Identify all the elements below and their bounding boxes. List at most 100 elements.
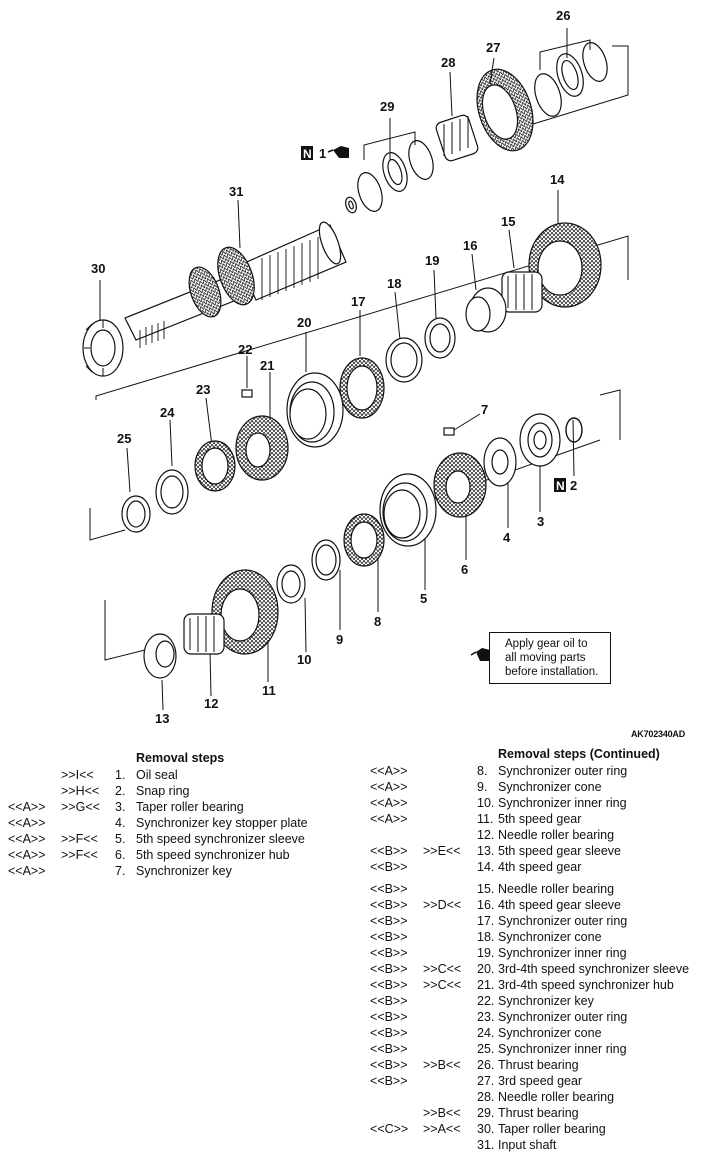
callout-12: 12 [204, 696, 218, 711]
removal-step-row: <<A>>8.Synchronizer outer ring [370, 763, 710, 779]
step-part-name: Oil seal [136, 768, 178, 782]
removal-step-row: 31.Input shaft [370, 1137, 710, 1153]
step-number: 27. [477, 1074, 495, 1088]
step-part-name: Thrust bearing [498, 1058, 579, 1072]
removal-steps-heading: Removal steps [136, 751, 225, 765]
step-part-name: Synchronizer cone [498, 780, 602, 794]
step-removal-code: <<B>> [370, 860, 408, 874]
step-part-name: Synchronizer key stopper plate [136, 816, 308, 830]
removal-step-row: <<B>>22.Synchronizer key [370, 993, 710, 1009]
n-badge-2: N [554, 478, 566, 493]
step-removal-code: <<B>> [370, 930, 408, 944]
n-badge-1: N [301, 146, 349, 161]
callout-17: 17 [351, 294, 365, 309]
removal-step-row: <<C>> >>A<< 30.Taper roller bearing [370, 1121, 710, 1137]
removal-step-row: <<A>>>>G<<3.Taper roller bearing [8, 799, 338, 815]
svg-text:N: N [556, 479, 565, 493]
removal-step-row: <<B>>>>C<<20.3rd-4th speed synchronizer … [370, 961, 710, 977]
step-number: 30. [477, 1122, 495, 1136]
step-install-code: >>A<< [423, 1122, 461, 1136]
oil-can-icon [327, 146, 349, 158]
lubrication-note: Apply gear oil to all moving parts befor… [489, 632, 611, 684]
step-removal-code: <<B>> [370, 994, 408, 1008]
callout-4: 4 [503, 530, 511, 545]
step-part-name: 3rd-4th speed synchronizer hub [498, 978, 674, 992]
callout-6: 6 [461, 562, 468, 577]
part-4-key-stopper-plate [483, 437, 517, 487]
removal-step-row: <<A>>4.Synchronizer key stopper plate [8, 815, 338, 831]
step-part-name: Needle roller bearing [498, 828, 615, 842]
callout-25: 25 [117, 431, 131, 446]
step-part-name: Input shaft [498, 1138, 557, 1152]
step-number: 21. [477, 978, 495, 992]
callout-27: 27 [486, 40, 500, 55]
part-25-sync-inner-ring [121, 495, 151, 533]
step-number: 20. [477, 962, 495, 976]
removal-step-row: <<A>>>>F<<5.5th speed synchronizer sleev… [8, 831, 338, 847]
step-removal-code: <<B>> [370, 914, 408, 928]
part-30-taper-roller-bearing [82, 319, 124, 377]
part-7-sync-key [443, 427, 455, 436]
removal-step-row: <<A>>9.Synchronizer cone [370, 779, 710, 795]
part-22-sync-key [241, 389, 253, 398]
part-18-sync-cone [385, 337, 423, 383]
removal-step-row: <<B>> 17.Synchronizer outer ring [370, 913, 710, 929]
part-26-thrust-bearing [534, 42, 608, 117]
step-removal-code: <<C>> [370, 1122, 409, 1136]
removal-step-row: <<A>>7.Synchronizer key [8, 863, 338, 879]
step-number: 7. [115, 864, 126, 878]
part-3-taper-roller-bearing [519, 413, 561, 467]
callout-21: 21 [260, 358, 274, 373]
step-install-code: >>F<< [61, 832, 98, 846]
step-removal-code: <<A>> [370, 764, 408, 778]
step-number: 19. [477, 946, 495, 960]
callout-3: 3 [537, 514, 544, 529]
removal-step-row: <<B>>15.Needle roller bearing [370, 881, 710, 897]
step-number: 6. [115, 848, 126, 862]
step-number: 14. [477, 860, 495, 874]
removal-step-row: <<B>>>>C<<21.3rd-4th speed synchronizer … [370, 977, 710, 993]
step-number: 25. [477, 1042, 495, 1056]
step-part-name: Synchronizer outer ring [498, 914, 628, 928]
callout-5: 5 [420, 591, 427, 606]
removal-step-row: 28.Needle roller bearing [370, 1089, 710, 1105]
step-part-name: 4th speed gear [498, 860, 582, 874]
step-number: 10. [477, 796, 495, 810]
step-number: 23. [477, 1010, 495, 1024]
step-part-name: Synchronizer outer ring [498, 1010, 628, 1024]
step-part-name: Taper roller bearing [498, 1122, 606, 1136]
removal-step-row: <<B>>18.Synchronizer cone [370, 929, 710, 945]
step-removal-code: <<B>> [370, 882, 408, 896]
part-5-fifth-sync-sleeve [379, 473, 437, 547]
step-removal-code: <<A>> [8, 832, 46, 846]
step-number: 2. [115, 784, 126, 798]
step-removal-code: <<B>> [370, 844, 408, 858]
figure-code: AK702340AD [631, 729, 686, 739]
step-removal-code: <<A>> [370, 812, 408, 826]
part-19-sync-inner-ring [424, 317, 456, 359]
step-install-code: >>E<< [423, 844, 461, 858]
step-part-name: Synchronizer cone [498, 930, 602, 944]
step-part-name: Taper roller bearing [136, 800, 244, 814]
step-number: 17. [477, 914, 495, 928]
step-part-name: Synchronizer cone [498, 1026, 602, 1040]
callout-22: 22 [238, 342, 252, 357]
removal-step-row: <<B>>24.Synchronizer cone [370, 1025, 710, 1041]
removal-step-row: >>B<<29.Thrust bearing [370, 1105, 710, 1121]
removal-step-row: <<B>>25.Synchronizer inner ring [370, 1041, 710, 1057]
step-install-code: >>B<< [423, 1106, 461, 1120]
note-line: all moving parts [505, 652, 586, 664]
step-part-name: 5th speed synchronizer sleeve [136, 832, 305, 846]
callout-16: 16 [463, 238, 477, 253]
removal-step-row: <<B>>>>E<<13.5th speed gear sleeve [370, 843, 710, 859]
callout-1: 1 [319, 146, 326, 161]
step-removal-code: <<B>> [370, 978, 408, 992]
removal-step-row: <<B>>>>B<<26.Thrust bearing [370, 1057, 710, 1073]
part-17-sync-outer-ring [339, 357, 385, 419]
callout-10: 10 [297, 652, 311, 667]
step-removal-code: <<B>> [370, 946, 408, 960]
part-1-oil-seal [345, 196, 357, 214]
step-removal-code: <<A>> [370, 780, 408, 794]
step-part-name: Thrust bearing [498, 1106, 579, 1120]
removal-step-row: <<B>>>>D<<16.4th speed gear sleeve [370, 897, 710, 913]
